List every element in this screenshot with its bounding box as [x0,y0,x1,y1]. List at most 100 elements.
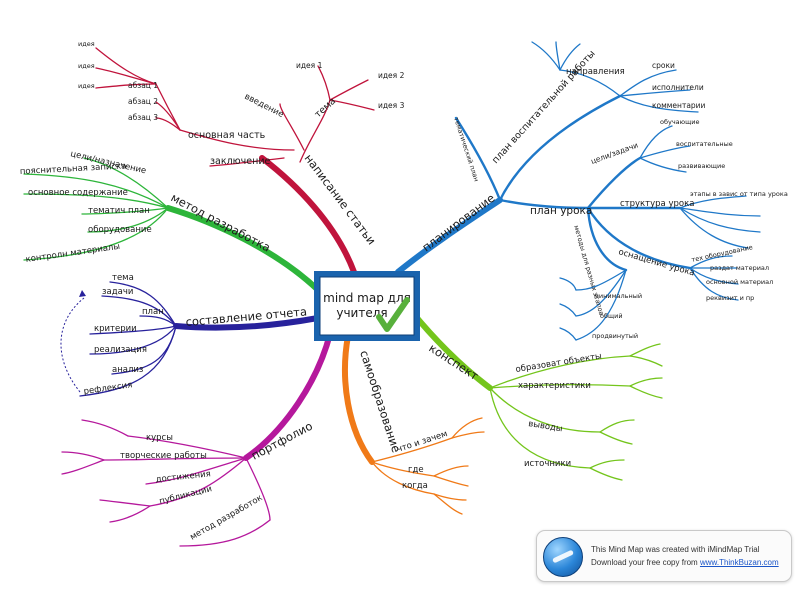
planning-twig-1 [531,41,561,71]
writing-paragraph-3: абзац 3 [128,113,158,122]
thinkbuzan-link[interactable]: www.ThinkBuzan.com [699,558,779,567]
planning-form-3: продвинутый [592,332,638,340]
central-node: mind map для учителя [314,271,420,341]
selfedu-item-3: когда [402,481,428,491]
central-panel [319,276,415,336]
imindmap-trial-banner[interactable]: This Mind Map was created with iMindMap … [536,530,792,582]
selfedu-twig-6 [433,493,467,501]
planning-goal-3: развивающие [678,162,725,170]
portfolio-twig-4 [99,499,151,507]
branch-planning: планирование тематический план план восп… [395,41,788,341]
method-item-6: контролн материалы [25,242,121,265]
summary-item-4: источники [524,459,571,469]
planning-twig-2 [555,41,561,71]
writing-idea-3: идея [78,82,95,90]
branch-label-selfedu: самообразование [357,349,403,455]
summary-link-3 [489,387,601,433]
planning-link-equipment [586,206,692,270]
method-main-curve [165,205,321,293]
selfedu-link-2 [371,461,435,477]
writing-link-topic-idea-2 [329,79,369,101]
summary-link-1 [489,355,631,389]
writing-link-idea-3 [95,83,157,89]
planning-link-goal-2 [639,145,691,159]
planning-form-1: минимальный [594,292,642,300]
banner-line-1: This Mind Map was created with iMindMap … [591,545,760,554]
planning-link-lesson-plan [498,198,590,210]
summary-twig-1 [629,343,661,357]
writing-link-conclusion [209,157,285,167]
report-link-1 [109,281,177,327]
summary-twig-2 [629,355,663,367]
portfolio-item-4: публикации [158,484,213,507]
planning-link-methods [586,206,628,272]
summary-twig-4 [629,385,663,399]
branch-report: составление отчета тема задачи план крит… [60,273,321,397]
selfedu-item-2: где [408,465,424,475]
portfolio-item-1: курсы [146,433,173,443]
selfedu-main-curve [342,333,375,465]
writing-link-idea-1 [95,47,157,85]
planning-lesson-structure: структура урока [620,199,694,209]
planning-link-equipment-4 [689,267,739,301]
method-link-1 [83,157,169,209]
planning-equipment-2: раздат материал [710,264,769,272]
banner-line-2: Download your free copy from www.ThinkBu… [591,558,779,567]
summary-link-2 [489,384,631,389]
planning-twig-form-3 [559,327,577,341]
method-link-6 [23,207,169,261]
planning-main-curve [395,197,503,275]
planning-equipment: оснащение урока [617,247,696,278]
report-link-5 [89,325,177,355]
planning-executors: исполнители [652,83,704,92]
planning-link-form-2 [575,269,627,317]
writing-topic-idea-3: идея 3 [378,101,405,110]
summary-item-1: образоват объекты [515,351,603,375]
report-item-3: план [142,307,164,317]
method-link-5 [87,207,169,233]
portfolio-twig-2 [61,451,105,461]
planning-stages: этапы в завис от типа урока [690,190,788,198]
writing-topic: тема [313,96,338,120]
planning-twig-form-2 [559,303,577,317]
report-main-curve [173,315,321,331]
planning-twig-form-1 [559,277,577,291]
portfolio-link-5 [245,457,271,521]
selfedu-twig-1 [451,417,483,439]
writing-intro: введение [243,92,286,120]
selfedu-twig-5 [433,493,463,515]
planning-lesson-plan: план урока [530,205,592,217]
planning-twig-3 [559,43,581,71]
planning-link-equipment-3 [689,267,739,285]
summary-item-2: характеристики [518,381,591,391]
writing-paragraph-1: абзац 1 [128,81,158,90]
planning-link-comments [619,95,699,113]
planning-link-form-1 [575,269,627,291]
branch-portfolio: портфолио курсы творческие работы достиж… [61,331,333,547]
branch-label-writing: написание статьи [302,151,379,247]
portfolio-twig-3 [61,459,105,475]
planning-comments: комментарии [652,101,706,110]
planning-link-goal-3 [639,157,687,173]
writing-link-paragraph-1 [155,83,181,131]
portfolio-item-5: метод разработок [189,493,265,543]
banner-download-text: Download your free copy from [591,558,698,567]
method-item-3: основное содержание [28,188,128,198]
imindmap-logo-icon [543,537,583,577]
writing-link-main-part [179,129,295,151]
report-link-4 [89,325,177,335]
planning-form-2: общий [600,312,623,320]
method-link-4 [81,207,169,215]
portfolio-twig-5 [109,505,151,523]
planning-equipment-3: основной материал [706,278,773,286]
portfolio-twig-1 [81,419,129,437]
report-feedback-arrow [60,297,85,393]
report-link-7 [79,325,177,397]
report-item-7: рефлексия [83,380,133,397]
planning-link-deadlines [619,69,677,97]
portfolio-link-3 [145,457,247,485]
portfolio-main-curve [243,331,333,461]
selfedu-twig-2 [451,431,485,439]
planning-goal-1: обучающие [660,118,699,126]
